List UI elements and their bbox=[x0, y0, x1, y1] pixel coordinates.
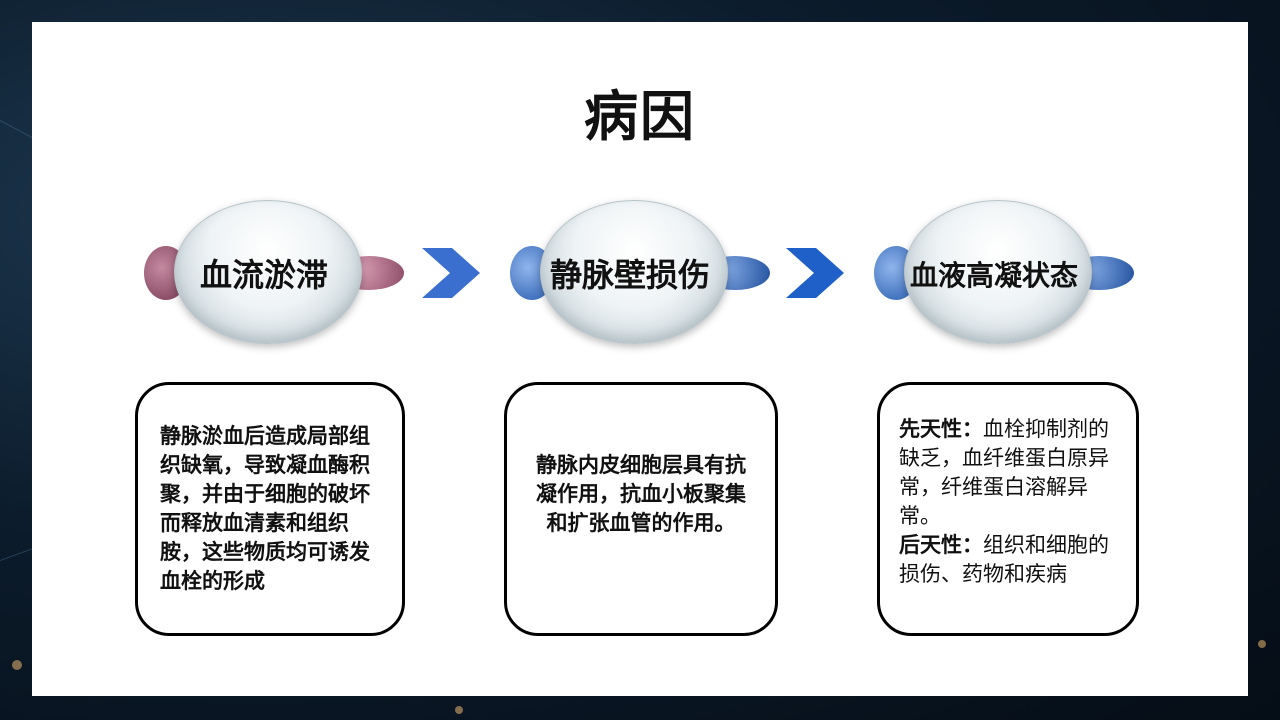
description-box-vein-wall-injury: 静脉内皮细胞层具有抗凝作用，抗血小板聚集和扩张血管的作用。 bbox=[504, 382, 778, 636]
orb-badge bbox=[540, 200, 728, 344]
cause-node-blood-stasis: 血流淤滞 bbox=[144, 198, 404, 348]
congenital-label: 先天性： bbox=[899, 417, 983, 441]
description-text: 先天性：血栓抑制剂的缺乏，血纤维蛋白原异常，纤维蛋白溶解异常。 后天性：组织和细… bbox=[899, 415, 1117, 589]
cause-node-vein-wall-injury: 静脉壁损伤 bbox=[510, 198, 770, 348]
description-text: 静脉内皮细胞层具有抗凝作用，抗血小板聚集和扩张血管的作用。 bbox=[536, 452, 746, 535]
congenital-text: 血栓抑制剂的缺乏，血纤维蛋白原异常，纤维蛋白溶解异常。 bbox=[899, 417, 1109, 528]
cause-label: 血液高凝状态 bbox=[909, 259, 1078, 292]
bg-dot bbox=[455, 706, 463, 714]
chevron-right-icon bbox=[422, 248, 480, 298]
description-box-hypercoagulable-state: 先天性：血栓抑制剂的缺乏，血纤维蛋白原异常，纤维蛋白溶解异常。 后天性：组织和细… bbox=[877, 382, 1139, 636]
page-title: 病因 bbox=[584, 85, 696, 148]
description-box-blood-stasis: 静脉淤血后造成局部组织缺氧，导致凝血酶积聚，并由于细胞的破坏而释放血清素和组织胺… bbox=[135, 382, 405, 636]
bg-dot bbox=[1258, 640, 1266, 648]
orb-badge bbox=[904, 200, 1092, 344]
bg-dot bbox=[12, 660, 22, 670]
content-panel: 病因 血流淤滞 静脉壁损伤 血液高凝状态 静脉淤血后造成局部组织缺氧，导致凝血酶… bbox=[32, 22, 1248, 696]
chevron-right-icon bbox=[786, 248, 844, 298]
acquired-label: 后天性： bbox=[899, 533, 983, 557]
acquired-text: 组织和细胞的损伤、药物和疾病 bbox=[899, 533, 1109, 586]
cause-label: 血流淤滞 bbox=[199, 256, 328, 294]
orb-badge bbox=[174, 200, 362, 344]
cause-label: 静脉壁损伤 bbox=[549, 256, 710, 294]
cause-node-hypercoagulable-state: 血液高凝状态 bbox=[874, 198, 1134, 348]
description-text: 静脉淤血后造成局部组织缺氧，导致凝血酶积聚，并由于细胞的破坏而释放血清素和组织胺… bbox=[160, 424, 370, 593]
